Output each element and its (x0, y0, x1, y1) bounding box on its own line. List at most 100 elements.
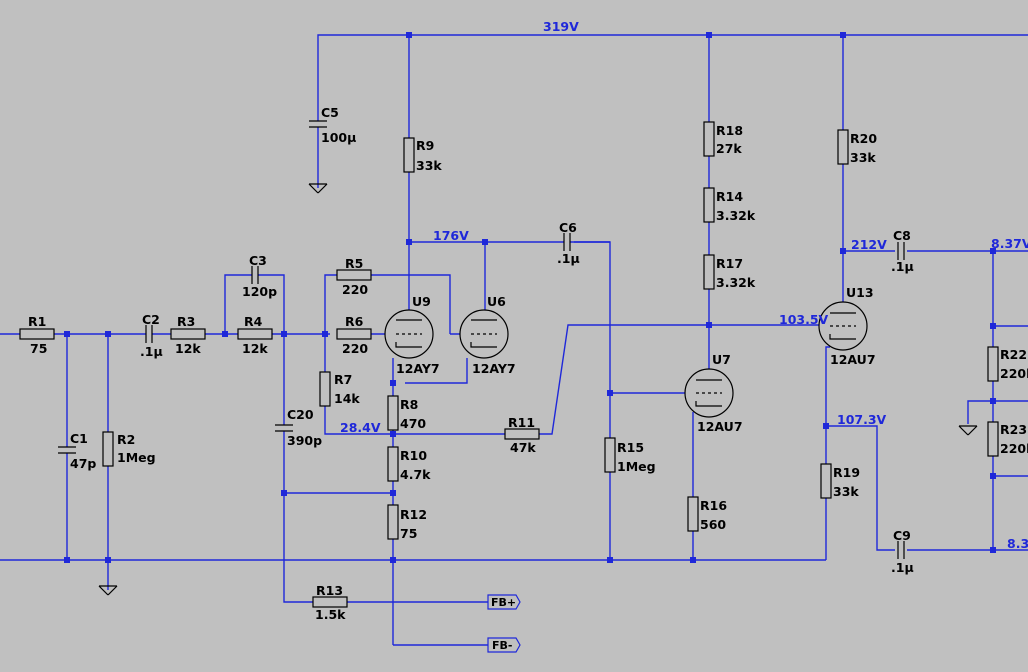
resistor-r17: R17 3.32k (703, 254, 756, 290)
label-name: C3 (249, 253, 267, 268)
label-value: .1µ (140, 344, 163, 359)
label-name: R16 (700, 498, 727, 513)
label-value: 75 (400, 526, 417, 541)
label-value: 33k (833, 484, 859, 499)
label-name: R7 (334, 372, 352, 387)
resistor-r19: R19 33k (820, 463, 860, 499)
capacitor-c3: C3 120p (242, 253, 277, 299)
voltage-label-u7-plate: 103.5V (779, 312, 829, 327)
label-value: 12AU7 (697, 419, 743, 434)
resistor-r11: R11 47k (504, 415, 540, 455)
resistor-r13: R13 1.5k (312, 583, 348, 622)
label-name: R1 (28, 314, 46, 329)
label-name: R14 (716, 189, 743, 204)
port-fb-plus: FB+ (420, 594, 521, 610)
tube-u6: U6 12AY7 (459, 294, 516, 376)
label-value: 390p (287, 433, 322, 448)
resistor-r6: R6 220 (336, 314, 372, 356)
label-name: R19 (833, 465, 860, 480)
label-value: 470 (400, 416, 426, 431)
label-value: 33k (416, 158, 442, 173)
resistor-r4: R4 12k (237, 314, 273, 356)
resistor-r1: R1 75 (19, 314, 55, 356)
label-name: R13 (316, 583, 343, 598)
label-value: 560 (700, 517, 726, 532)
label-value: 3.32k (716, 208, 756, 223)
label-name: R23 (1000, 422, 1027, 437)
port-label: FB+ (491, 596, 516, 609)
label-value: 3.32k (716, 275, 756, 290)
voltage-label-output-bottom: 8.3 (1007, 536, 1028, 551)
voltage-label-u13-plate: 212V (851, 237, 887, 252)
resistor-r3: R3 12k (170, 314, 206, 356)
label-name: R11 (508, 415, 535, 430)
label-value: 4.7k (400, 467, 431, 482)
resistor-r18: R18 27k (703, 121, 743, 157)
resistor-r9: R9 33k (403, 137, 442, 173)
capacitor-c2: C2 .1µ (140, 312, 163, 359)
resistor-r2: R2 1Meg (102, 431, 156, 467)
capacitor-c6: C6 .1µ (557, 220, 580, 266)
label-value: 33k (850, 150, 876, 165)
label-name: R5 (345, 256, 363, 271)
label-value: .1µ (891, 259, 914, 274)
label-name: R2 (117, 432, 135, 447)
voltage-label-u13-cathode: 107.3V (837, 412, 887, 427)
resistor-r12: R12 75 (387, 504, 427, 541)
label-name: R12 (400, 507, 427, 522)
capacitor-c1: C1 47p (58, 431, 96, 471)
resistor-r5: R5 220 (336, 256, 372, 297)
label-name: R3 (177, 314, 195, 329)
junctions (64, 32, 996, 563)
label-value: 120p (242, 284, 277, 299)
label-value: 12AY7 (472, 361, 516, 376)
resistor-r23: R23 220k (987, 421, 1028, 457)
label-value: 220 (342, 282, 368, 297)
tube-u9: U9 12AY7 (384, 294, 440, 376)
capacitor-c8: C8 .1µ (891, 228, 914, 274)
capacitor-c20: C20 390p (275, 407, 322, 448)
label-value: 1Meg (117, 450, 156, 465)
label-name: R9 (416, 138, 434, 153)
label-name: R22 (1000, 347, 1027, 362)
resistor-r10: R10 4.7k (387, 446, 431, 482)
label-name: U13 (846, 285, 874, 300)
label-name: R8 (400, 397, 418, 412)
resistor-r20: R20 33k (837, 129, 877, 165)
label-name: C9 (893, 528, 911, 543)
label-name: C6 (559, 220, 577, 235)
label-value: 220 (342, 341, 368, 356)
label-name: U6 (487, 294, 506, 309)
tube-u13: U13 12AU7 (818, 285, 876, 367)
wires (0, 34, 1028, 646)
resistor-r7: R7 14k (319, 371, 360, 407)
resistor-r22: R22 220k (987, 346, 1028, 382)
resistor-r15: R15 1Meg (604, 437, 656, 474)
label-value: 27k (716, 141, 742, 156)
label-value: 1Meg (617, 459, 656, 474)
label-value: 100µ (321, 130, 356, 145)
label-value: 12k (242, 341, 268, 356)
port-label: FB- (492, 639, 512, 652)
voltage-label-u9-plate: 176V (433, 228, 469, 243)
label-name: R20 (850, 131, 877, 146)
label-name: U9 (412, 294, 431, 309)
label-value: 12AY7 (396, 361, 440, 376)
ground-symbol (958, 425, 978, 436)
label-value: 220k (1000, 441, 1028, 456)
label-name: R15 (617, 440, 644, 455)
label-name: C20 (287, 407, 314, 422)
label-value: 12AU7 (830, 352, 876, 367)
voltage-label-output-top: 8.37V (991, 236, 1028, 251)
label-name: C8 (893, 228, 911, 243)
resistor-r8: R8 470 (387, 395, 426, 431)
capacitor-c9: C9 .1µ (891, 528, 914, 575)
label-value: 47p (70, 456, 96, 471)
label-name: R6 (345, 314, 364, 329)
label-name: C1 (70, 431, 88, 446)
label-value: 220k (1000, 366, 1028, 381)
label-name: C5 (321, 105, 339, 120)
label-name: R10 (400, 448, 427, 463)
voltage-label-supply: 319V (543, 19, 579, 34)
